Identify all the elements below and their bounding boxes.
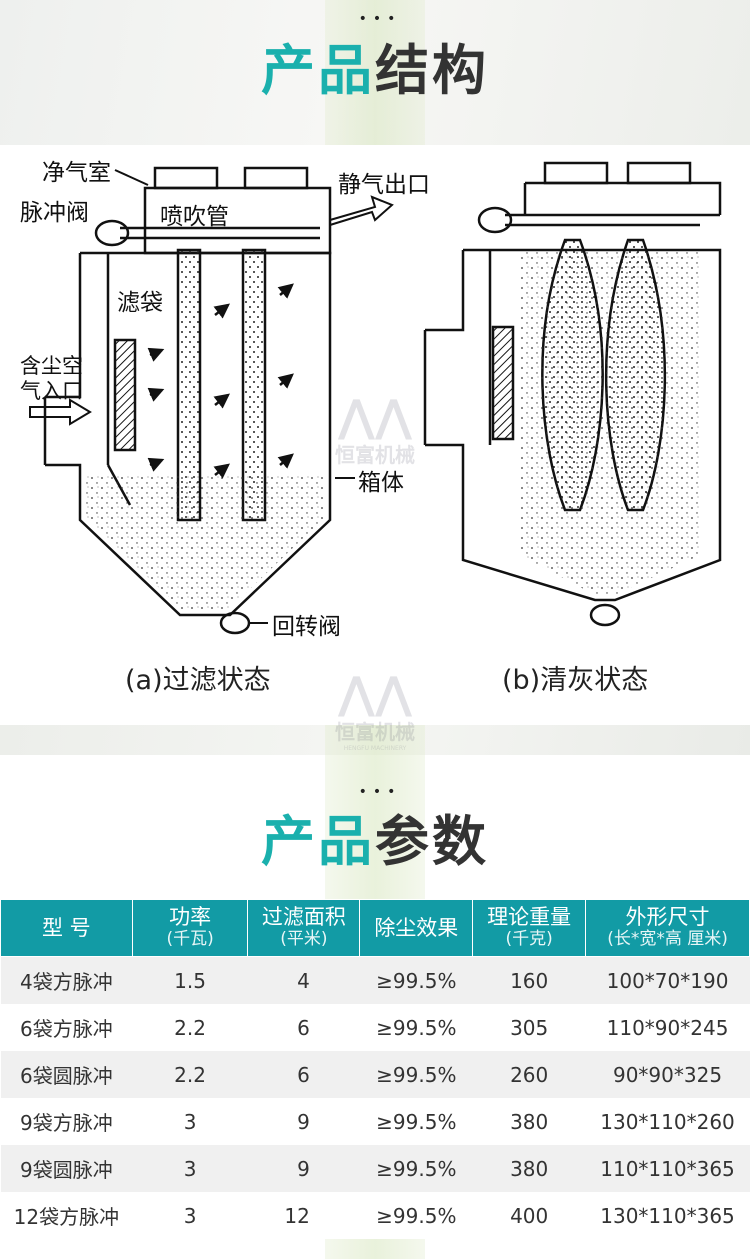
label-box-body: 箱体	[358, 470, 404, 496]
table-row: 9袋圆脉冲 3 9 ≥99.5% 380 110*110*365	[0, 1145, 750, 1192]
header-filter-area: 过滤面积(平米)	[247, 899, 361, 957]
cell-weight: 260	[472, 1051, 586, 1098]
caption-cleaning-state: (b)清灰状态	[502, 665, 649, 696]
diagram-drawing	[29, 161, 722, 635]
cell-dimensions: 110*90*245	[585, 1004, 750, 1051]
header-power: 功率(千瓦)	[131, 899, 249, 957]
cell-efficiency: ≥99.5%	[359, 956, 473, 1004]
cell-area: 6	[247, 1051, 360, 1098]
cell-power: 2.2	[132, 1004, 248, 1051]
params-title-teal-part: 产品	[261, 810, 375, 873]
watermark-logo-text: 恒富机械	[335, 443, 415, 467]
title-dots: •••	[358, 11, 402, 27]
watermark-logo-text-2: 恒富机械	[335, 720, 415, 744]
cell-efficiency: ≥99.5%	[359, 1051, 473, 1098]
cell-area: 9	[247, 1098, 360, 1145]
cell-power: 3	[132, 1192, 248, 1239]
label-filter-bag: 滤袋	[117, 290, 163, 316]
cell-model: 6袋方脉冲	[0, 1004, 133, 1051]
cell-model: 9袋方脉冲	[0, 1098, 133, 1145]
diagram-a-filtering	[29, 166, 394, 635]
cell-dimensions: 130*110*260	[585, 1098, 750, 1145]
cell-model: 6袋圆脉冲	[0, 1051, 133, 1098]
header-weight: 理论重量(千克)	[472, 899, 587, 957]
cell-power: 3	[132, 1098, 248, 1145]
params-title-dots: •••	[358, 784, 402, 800]
watermark-logo-mid: ⋀⋀ 恒富机械 HENGFU MACHINERY	[325, 672, 425, 753]
cell-weight: 160	[472, 956, 586, 1004]
cell-model: 9袋圆脉冲	[0, 1145, 133, 1192]
table-row: 12袋方脉冲 3 12 ≥99.5% 400 130*110*365	[0, 1192, 750, 1239]
cell-power: 1.5	[132, 956, 248, 1004]
cell-area: 9	[247, 1145, 360, 1192]
title-dark-part: 结构	[375, 39, 489, 102]
caption-filtering-state: (a)过滤状态	[125, 665, 271, 696]
cell-weight: 380	[472, 1098, 586, 1145]
cell-efficiency: ≥99.5%	[359, 1192, 473, 1239]
cell-efficiency: ≥99.5%	[359, 1004, 473, 1051]
cell-power: 3	[132, 1145, 248, 1192]
cell-efficiency: ≥99.5%	[359, 1145, 473, 1192]
table-row: 6袋圆脉冲 2.2 6 ≥99.5% 260 90*90*325	[0, 1051, 750, 1098]
cell-dimensions: 90*90*325	[585, 1051, 750, 1098]
label-dusty-inlet-2: 气入口	[20, 379, 83, 403]
cell-efficiency: ≥99.5%	[359, 1098, 473, 1145]
table-row: 4袋方脉冲 1.5 4 ≥99.5% 160 100*70*190	[0, 956, 750, 1004]
table-row: 6袋方脉冲 2.2 6 ≥99.5% 305 110*90*245	[0, 1004, 750, 1051]
cell-model: 12袋方脉冲	[0, 1192, 133, 1239]
title-teal-part: 产品	[261, 39, 375, 102]
watermark-logo-sub: HENGFU MACHINERY	[343, 745, 407, 752]
diagram-b-cleaning	[423, 161, 722, 627]
label-dusty-inlet-1: 含尘空	[20, 354, 83, 378]
cell-weight: 400	[472, 1192, 586, 1239]
params-section-title: 产品参数	[0, 797, 750, 876]
label-rotary-valve: 回转阀	[272, 614, 341, 640]
cell-dimensions: 110*110*365	[585, 1145, 750, 1192]
params-title-dark-part: 参数	[375, 810, 489, 873]
structure-section-title: 产品结构	[0, 26, 750, 105]
header-model: 型 号	[0, 899, 133, 957]
header-dust-removal: 除尘效果	[359, 899, 474, 957]
cell-dimensions: 100*70*190	[585, 956, 750, 1004]
header-dimensions: 外形尺寸(长*宽*高 厘米)	[585, 899, 750, 957]
cell-area: 6	[247, 1004, 360, 1051]
watermark-logo-top: ⋀⋀ 恒富机械	[325, 395, 425, 468]
cell-model: 4袋方脉冲	[0, 956, 133, 1004]
product-parameters-table: 型 号 功率(千瓦) 过滤面积(平米) 除尘效果 理论重量(千克) 外形尺寸(长…	[0, 899, 750, 1239]
cell-weight: 305	[472, 1004, 586, 1051]
dust-collector-diagram: 净气室 脉冲阀 喷吹管 静气出口 滤袋 含尘空 气入口 箱体 回转阀 (a)过滤…	[0, 145, 750, 725]
label-clean-air-room: 净气室	[42, 160, 111, 186]
label-pulse-valve: 脉冲阀	[20, 200, 89, 226]
cell-area: 12	[247, 1192, 360, 1239]
table-header-row: 型 号 功率(千瓦) 过滤面积(平米) 除尘效果 理论重量(千克) 外形尺寸(长…	[0, 899, 750, 957]
cell-dimensions: 130*110*365	[585, 1192, 750, 1239]
table-row: 9袋方脉冲 3 9 ≥99.5% 380 130*110*260	[0, 1098, 750, 1145]
cell-weight: 380	[472, 1145, 586, 1192]
label-blow-pipe: 喷吹管	[160, 204, 229, 230]
cell-area: 4	[247, 956, 360, 1004]
cell-power: 2.2	[132, 1051, 248, 1098]
label-clean-outlet: 静气出口	[338, 172, 430, 198]
